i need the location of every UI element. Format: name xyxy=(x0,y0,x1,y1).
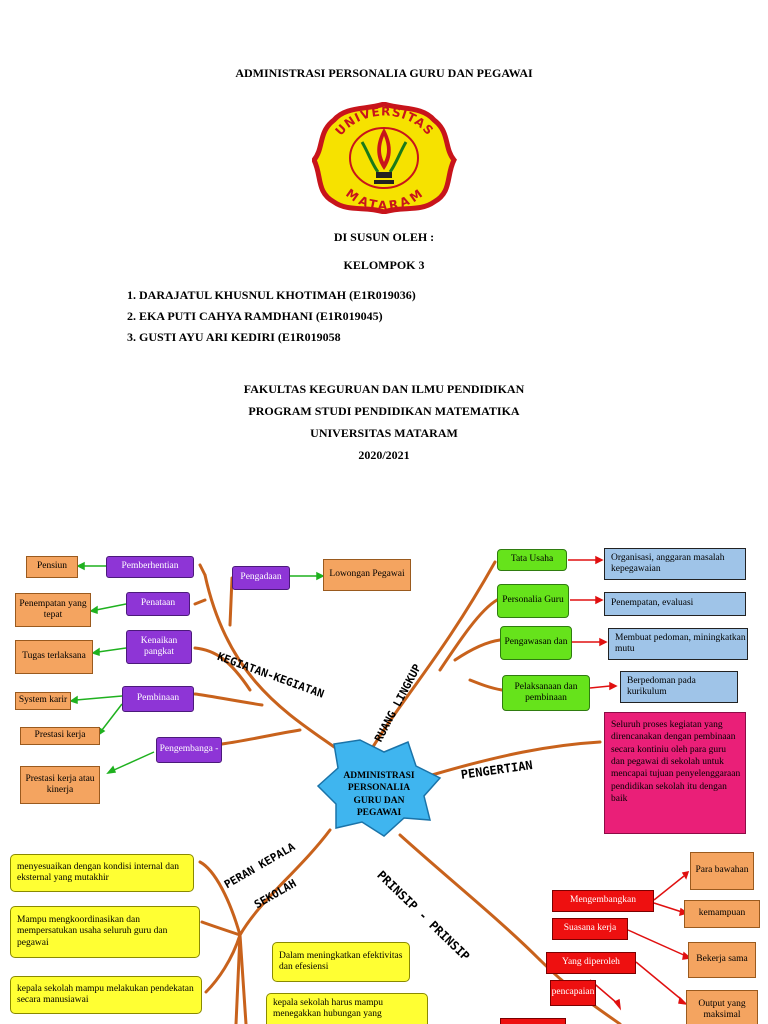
node-kenaikan-pangkat: Kenaikan pangkat xyxy=(126,630,192,664)
node-personalia-desc: Penempatan, evaluasi xyxy=(604,592,746,616)
node-peran-1: menyesuaikan dengan kondisi internal dan… xyxy=(10,854,194,892)
node-bekerja-sama: Bekerja sama xyxy=(688,942,756,978)
university-logo: UNIVERSITAS MATARAM xyxy=(312,102,457,214)
group-name: KELOMPOK 3 xyxy=(343,258,425,272)
node-pengembangan: Pengembanga - xyxy=(156,737,222,763)
node-lowongan: Lowongan Pegawai xyxy=(323,559,411,591)
node-pengawasan-desc: Membuat pedoman, miningkatkan mutu xyxy=(608,628,748,660)
center-star-shape xyxy=(316,739,442,837)
node-prestasi-kerja: Prestasi kerja xyxy=(20,727,100,745)
node-pelaksanaan-desc: Berpedoman pada kurikulum xyxy=(620,671,738,703)
node-prinsip-pencapaian: pencapaian xyxy=(550,980,596,1006)
center-topic: ADMINISTRASI PERSONALIA GURU DAN PEGAWAI xyxy=(343,771,415,819)
member-3: 3. GUSTI AYU ARI KEDIRI (E1R019058 xyxy=(127,330,341,344)
node-prinsip-suasana: Suasana kerja xyxy=(552,918,628,940)
academic-year: 2020/2021 xyxy=(358,448,410,462)
node-pensiun: Pensiun xyxy=(26,556,78,578)
node-system-karir: System karir xyxy=(15,692,71,710)
node-pemberhentian: Pemberhentian xyxy=(106,556,194,578)
node-tugas-terlaksana: Tugas terlaksana xyxy=(15,640,93,674)
node-peran-5: kepala sekolah harus mampu menegakkan hu… xyxy=(266,993,428,1024)
node-peran-4: Dalam meningkatkan efektivitas dan efesi… xyxy=(272,942,410,982)
node-pelaksanaan: Pelaksanaan dan pembinaan xyxy=(502,675,590,711)
node-peran-3: kepala sekolah mampu melakukan pendekata… xyxy=(10,976,202,1014)
node-pembinaan: Pembinaan xyxy=(122,686,194,712)
node-output-maksimal: Output yang maksimal xyxy=(686,990,758,1024)
node-prestasi-kinerja: Prestasi kerja atau kinerja xyxy=(20,766,100,804)
document-title: ADMINISTRASI PERSONALIA GURU DAN PEGAWAI xyxy=(235,66,533,80)
node-peran-2: Mampu mengkoordinasikan dan mempersatuka… xyxy=(10,906,200,958)
node-prinsip-partial xyxy=(500,1018,566,1024)
program-name: PROGRAM STUDI PENDIDIKAN MATEMATIKA xyxy=(248,404,520,418)
faculty-name: FAKULTAS KEGURUAN DAN ILMU PENDIDIKAN xyxy=(243,382,525,396)
node-pengertian-text: Seluruh proses kegiatan yang direncanaka… xyxy=(604,712,746,834)
node-kemampuan: kemampuan xyxy=(684,900,760,928)
node-para-bawahan: Para bawahan xyxy=(690,852,754,890)
node-tata-usaha-desc: Organisasi, anggaran masalah kepegawaian xyxy=(604,548,746,580)
university-name: UNIVERSITAS MATARAM xyxy=(310,426,458,440)
member-1: 1. DARAJATUL KHUSNUL KHOTIMAH (E1R019036… xyxy=(127,288,416,302)
node-penempatan-tepat: Penempatan yang tepat xyxy=(15,593,91,627)
prepared-by: DI SUSUN OLEH : xyxy=(333,230,435,244)
node-prinsip-diperoleh: Yang diperoleh xyxy=(546,952,636,974)
node-pengawasan: Pengawasan dan xyxy=(500,626,572,660)
node-personalia-guru: Personalia Guru xyxy=(497,584,569,618)
node-prinsip-mengembangkan: Mengembangkan xyxy=(552,890,654,912)
node-tata-usaha: Tata Usaha xyxy=(497,549,567,571)
member-2: 2. EKA PUTI CAHYA RAMDHANI (E1R019045) xyxy=(127,309,383,323)
node-penataan: Penataan xyxy=(126,592,190,616)
node-pengadaan: Pengadaan xyxy=(232,566,290,590)
